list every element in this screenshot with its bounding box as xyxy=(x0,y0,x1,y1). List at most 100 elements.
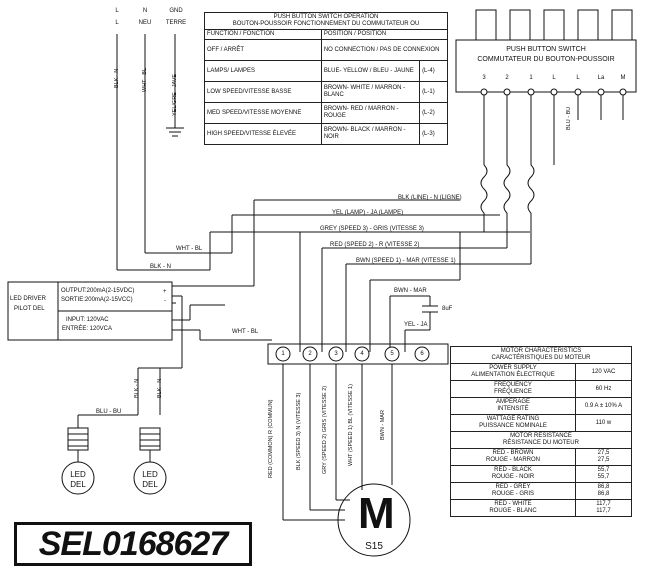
motor-char-label: PUISSANCE NOMINALE xyxy=(479,423,547,429)
motor-wire-label: RED (COMMON) R (COMMUN) xyxy=(268,399,274,478)
motor-resistance-label: ROUGE - NOIR xyxy=(491,474,535,480)
switch-terminal: 2 xyxy=(505,75,509,81)
wire-label-yel-grn: YEL/GRE - JAVE xyxy=(172,73,178,116)
motor-resistance-value: 55,7 xyxy=(597,474,610,480)
operation-row-function: MED SPEED/VITESSE MOYENNE xyxy=(204,102,322,124)
terminal-number: 6 xyxy=(420,351,424,357)
led-driver-minus: - xyxy=(164,298,166,304)
motor-wire-label: BWN - MAR xyxy=(380,410,386,440)
switch-terminal: L xyxy=(576,75,580,81)
part-number: SEL0168627 xyxy=(14,522,252,566)
switch-terminal: La xyxy=(597,75,605,81)
capacitor-value: 8uF xyxy=(442,306,453,312)
operation-row-position: BROWN- BLACK / MARRON - NOIR xyxy=(320,123,421,145)
motor-char-title-1: MOTOR CHARACTERISTICS xyxy=(500,348,582,354)
led-driver-output-1: OUTPUT:200mA(2-15VDC) xyxy=(61,288,135,294)
supply-l: L xyxy=(115,8,119,14)
led-2-label-a: LED xyxy=(142,470,158,479)
operation-title-2: BOUTON-POUSSOIR FONCTIONNEMENT DU COMMUT… xyxy=(232,21,420,27)
operation-row-code: (L-2) xyxy=(419,102,448,124)
operation-col-position: POSITION / POSITION xyxy=(320,29,449,40)
led-driver-label-1: LED DRIVER xyxy=(10,296,47,302)
terminal-number: 2 xyxy=(308,351,312,357)
terminal-number: 1 xyxy=(281,351,285,357)
led-blk-n-1: BLK - N xyxy=(134,378,140,398)
led-wire-label: BLU - BU xyxy=(96,409,122,415)
motor-model: S15 xyxy=(365,541,383,552)
operation-row-code: (L-4) xyxy=(419,60,448,82)
motor-resistance-value: 27,5 xyxy=(597,450,610,456)
harness-blk-n: BLK - N xyxy=(150,264,172,270)
motor-wire-label: GRY (SPEED 2) GRIS (VITESSE 2) xyxy=(322,385,328,474)
switch-terminal: 1 xyxy=(529,75,533,81)
operation-row-position: BROWN- RED / MARRON - ROUGE xyxy=(320,102,421,124)
motor-characteristics-table: MOTOR CHARACTERISTICS CARACTÉRISTIQUES D… xyxy=(450,346,632,517)
switch-title-1: PUSH BUTTON SWITCH xyxy=(506,46,586,53)
motor-resistance-value: 55,7 xyxy=(597,467,610,473)
motor-resistance-label: ROUGE - GRIS xyxy=(491,491,534,497)
harness-yel-lamp: YEL (LAMP) - JA (LAMPE) xyxy=(332,210,404,216)
harness-red-speed2: RED (SPEED 2) - R (VITESSE 2) xyxy=(330,242,420,248)
motor-resistance-title-1: MOTOR RESISTANCE xyxy=(510,433,572,439)
motor-char-label: POWER SUPPLY xyxy=(489,365,537,371)
capacitor-yel-ja: YEL - JA xyxy=(404,322,428,328)
operation-row-function: LAMPS/ LAMPES xyxy=(204,60,322,82)
switch-operation-table: PUSH BUTTON SWITCH OPERATION BOUTON-POUS… xyxy=(204,12,449,145)
led-2-label-b: DEL xyxy=(142,480,158,489)
motor-letter: M xyxy=(358,489,395,538)
wire-label-wht-bl: WHT - BL xyxy=(142,67,148,92)
motor-char-label: FREQUENCY xyxy=(494,382,532,388)
led-1-label-a: LED xyxy=(70,470,86,479)
operation-row-function: OFF / ARRÊT xyxy=(204,39,322,61)
operation-row-position: BLUE- YELLOW / BLEU - JAUNE xyxy=(320,60,421,82)
motor-resistance-label: RED - BROWN xyxy=(492,450,534,456)
led-driver-label-2: PILOT DEL xyxy=(14,306,45,312)
switch-terminal: L xyxy=(552,75,556,81)
harness-brn-speed1: BWN (SPEED 1) - MAR (VITESSE 1) xyxy=(356,258,456,264)
wire-label-blk-n: BLK - N xyxy=(114,68,120,88)
supply-gnd-sub: TERRE xyxy=(165,20,187,26)
supply-n: N xyxy=(142,8,148,14)
harness-wht-bl-2: WHT - BL xyxy=(232,329,259,335)
terminal-number: 4 xyxy=(360,351,364,357)
operation-row-code: (L-3) xyxy=(419,123,448,145)
motor-resistance-label: RED - GREY xyxy=(495,484,531,490)
motor-resistance-label: ROUGE - BLANC xyxy=(489,508,537,514)
terminal-number: 3 xyxy=(334,351,338,357)
motor-resistance-value: 27,5 xyxy=(597,457,610,463)
switch-title-2: COMMUTATEUR DU BOUTON-POUSSOIR xyxy=(477,56,615,63)
harness-blk-line: BLK (LINE) - N (LIGNE) xyxy=(398,195,462,201)
motor-char-label: WATTAGE RATING xyxy=(486,416,540,422)
operation-row-function: LOW SPEED/VITESSE BASSE xyxy=(204,81,322,103)
operation-col-function: FUNCTION / FONCTION xyxy=(204,29,322,40)
led-driver-output-2: SORTIE:200mA(2-15VCC) xyxy=(61,297,133,303)
switch-terminal: 3 xyxy=(482,75,486,81)
motor-char-label: INTENSITÉ xyxy=(497,406,529,412)
motor-resistance-label: RED - WHITE xyxy=(494,501,532,507)
motor-char-label: ALIMENTATION ÉLECTRIQUE xyxy=(471,372,555,378)
motor-char-value: 0.9 A ± 10% A xyxy=(575,397,632,415)
capacitor-brn-mar: BWN - MAR xyxy=(394,288,427,294)
operation-row-position: NO CONNECTION / PAS DE CONNEXION xyxy=(320,39,449,61)
motor-resistance-value: 117,7 xyxy=(596,501,611,507)
operation-row-function: HIGH SPEED/VITESSE ÉLEVÉE xyxy=(204,123,322,145)
motor-resistance-value: 86,8 xyxy=(597,491,610,497)
motor-char-value: 110 w xyxy=(575,414,632,432)
switch-terminal: M xyxy=(620,75,626,81)
motor-resistance-value: 117,7 xyxy=(596,508,611,514)
supply-gnd: GND xyxy=(169,8,183,14)
led-1-label-b: DEL xyxy=(70,480,86,489)
motor-char-value: 60 Hz xyxy=(575,380,632,398)
terminal-number: 5 xyxy=(390,351,394,357)
operation-row-position: BROWN- WHITE / MARRON - BLANC xyxy=(320,81,421,103)
harness-wht-bl: WHT - BL xyxy=(176,246,203,252)
operation-row-code: (L-1) xyxy=(419,81,448,103)
led-driver-input-1: INPUT: 120VAC xyxy=(66,317,109,323)
motor-resistance-value: 86,8 xyxy=(597,484,610,490)
motor-char-label: FRÉQUENCE xyxy=(494,389,532,395)
motor-char-label: AMPERAGE xyxy=(495,399,530,405)
motor-char-value: 120 VAC xyxy=(575,363,632,381)
motor-wire-label: BLK (SPEED 3) N (VITESSE 3) xyxy=(296,392,302,470)
